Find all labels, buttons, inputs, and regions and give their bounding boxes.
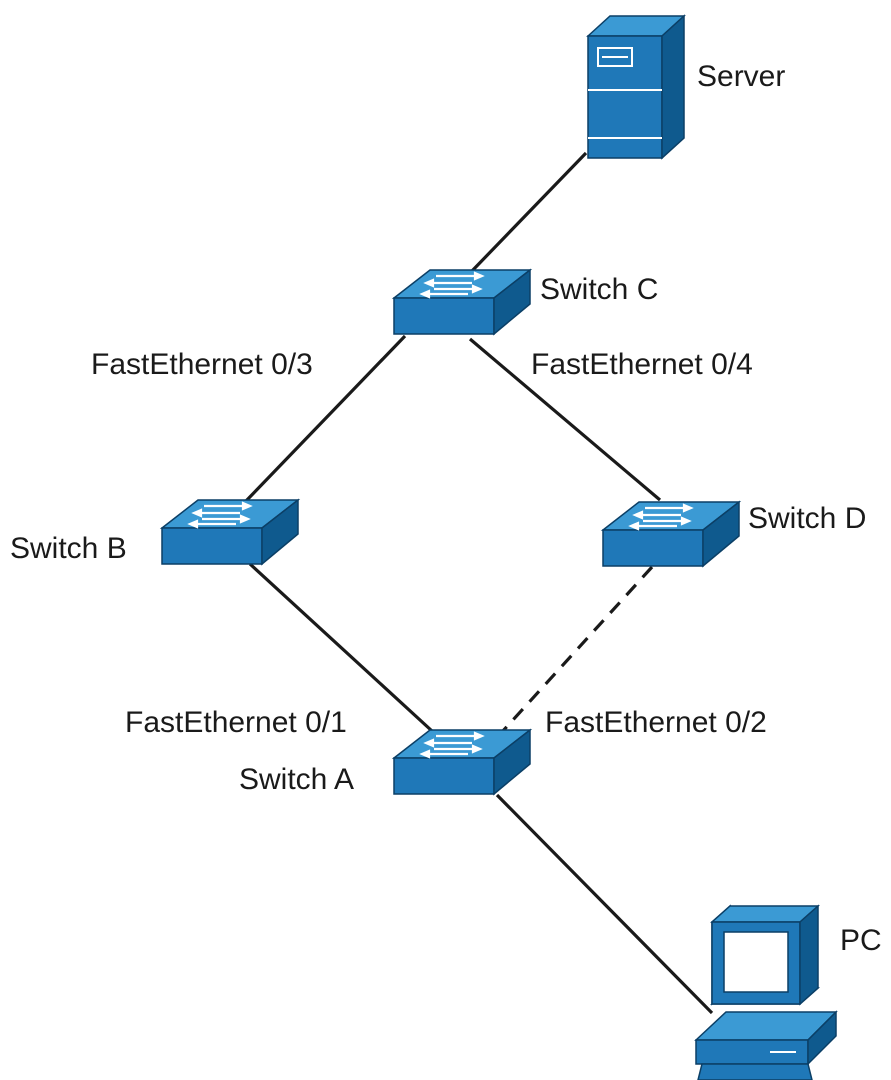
link-switch-c-switch-d (468, 337, 662, 502)
links (244, 151, 714, 1015)
link-switch-c-switch-b (244, 334, 407, 503)
port-label-c-fa04: FastEthernet 0/4 (531, 348, 753, 381)
pc-label: PC (840, 924, 882, 957)
switch-c-label: Switch C (540, 273, 658, 306)
server-icon[interactable] (586, 14, 686, 160)
port-label-a-fa02: FastEthernet 0/2 (545, 706, 767, 739)
link-server-switch-c (469, 151, 588, 274)
server-label: Server (697, 60, 785, 93)
switch-a-icon[interactable] (392, 728, 532, 796)
switch-b-icon[interactable] (160, 498, 300, 566)
port-label-c-fa03: FastEthernet 0/3 (91, 348, 313, 381)
switch-d-label: Switch D (748, 502, 866, 535)
switch-d-icon[interactable] (601, 500, 741, 568)
link-switch-a-pc (495, 793, 714, 1015)
switch-a-label: Switch A (239, 763, 354, 796)
switch-c-icon[interactable] (392, 268, 532, 336)
link-switch-b-switch-a (248, 562, 434, 733)
link-switch-d-switch-a-blocked (500, 565, 654, 734)
pc-icon[interactable] (694, 904, 838, 1080)
port-label-a-fa01: FastEthernet 0/1 (125, 706, 347, 739)
switch-b-label: Switch B (10, 532, 127, 565)
